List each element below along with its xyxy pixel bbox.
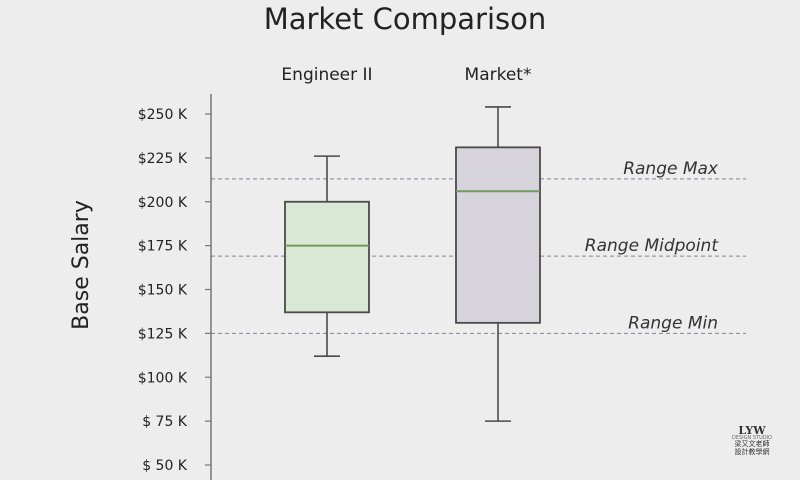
y-tick-label: $225 K [138,151,188,167]
iqr-box [284,200,370,314]
watermark-line-3: 梁又文老師 [734,440,770,449]
y-tick-label: $ 75 K [142,414,188,430]
category-label: Engineer II [281,65,372,85]
y-tick-label: $100 K [138,370,188,386]
category-label: Market* [465,65,532,85]
y-axis-label: Base Salary [69,200,94,330]
y-tick-label: $250 K [138,107,188,123]
reference-line-label: Range Midpoint [585,236,720,256]
y-axis: $250 K $225 K $200 K $175 K $150 K $125 K $100… [138,94,212,480]
lyw-watermark-logo: LYW DESIGN STUDIO 梁又文老師 設計教學網 [730,423,774,456]
y-tick-label: $ 50 K [142,458,188,474]
box-series: Engineer II Market* [281,65,541,422]
reference-line-label: Range Max [623,159,719,179]
iqr-box [455,146,541,324]
chart-title: Market Comparison [264,2,547,36]
y-tick-label: $125 K [138,326,188,342]
y-tick-label: $150 K [138,283,188,299]
watermark-line-1: LYW [738,423,766,437]
y-tick-label: $200 K [138,195,188,211]
reference-line-label: Range Min [628,313,718,333]
watermark-line-2: DESIGN STUDIO [731,435,772,442]
y-tick-label: $175 K [138,239,188,255]
watermark-line-4: 設計教學網 [734,447,770,456]
